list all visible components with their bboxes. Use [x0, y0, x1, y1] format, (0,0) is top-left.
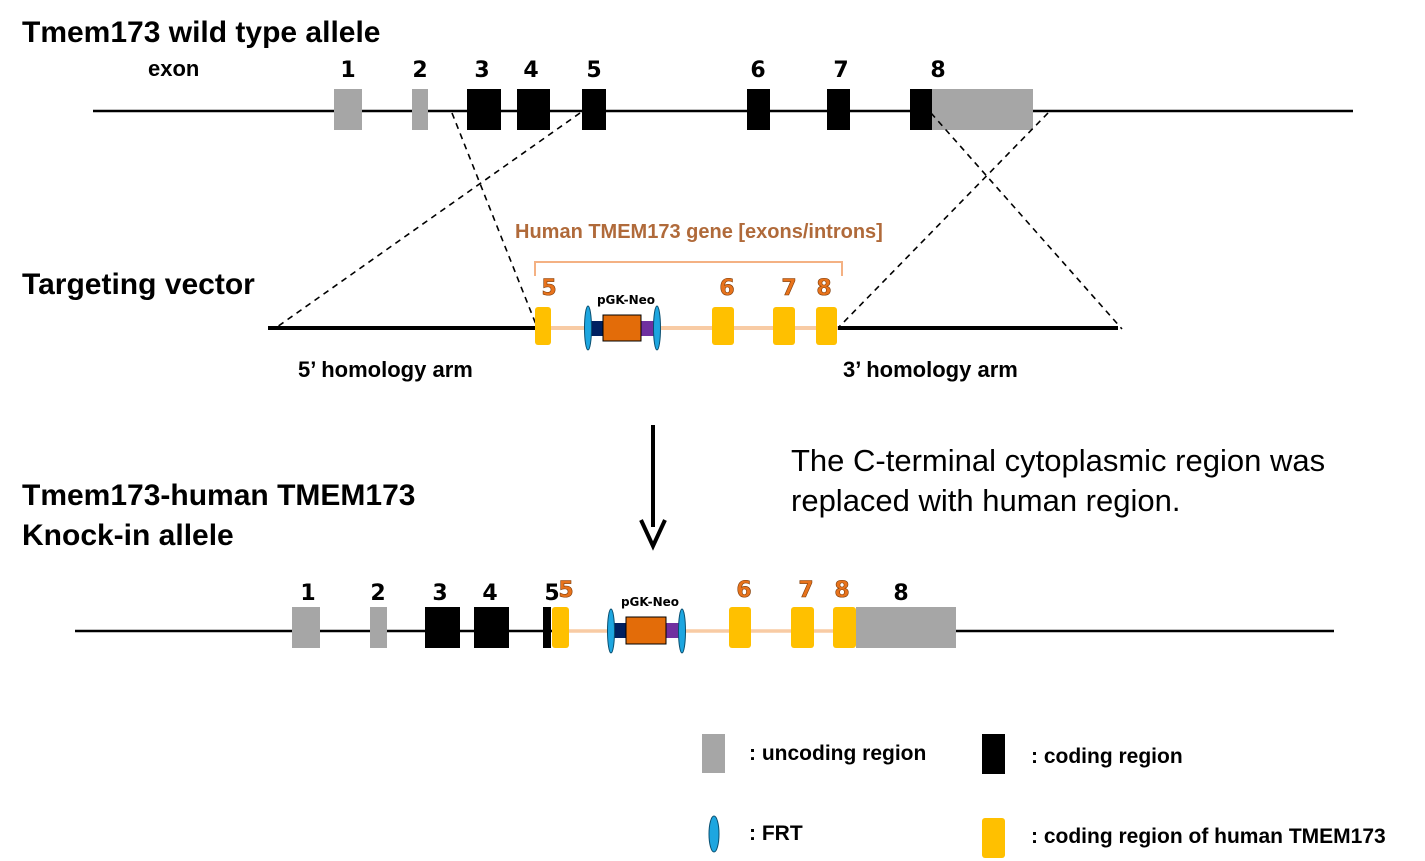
wt-exon-4-coding	[517, 89, 550, 130]
neo-label: pGK-Neo	[597, 293, 655, 307]
ki-exon-6-human	[729, 607, 751, 648]
3-arm-outer-dashed-line	[930, 112, 1123, 330]
legend-coding-swatch	[982, 734, 1005, 774]
frt-flank-left	[589, 321, 603, 336]
human-gene-bracket	[534, 261, 843, 276]
wt-exon-6-coding	[747, 89, 770, 130]
wt-exon-label: 5	[586, 58, 601, 83]
legend-coding-label: : coding region	[1031, 745, 1183, 768]
wild-type-title: Tmem173 wild type allele	[22, 16, 381, 49]
ki-human-exon-label: 6	[736, 578, 751, 603]
ki-exon-1-uncoding	[292, 607, 320, 648]
vector-human-exon-8	[816, 307, 837, 345]
wild-type-allele: Tmem173 wild type allele exon 1 2 3 4 5 …	[22, 16, 1353, 130]
vector-human-exon-label: 8	[816, 276, 831, 301]
vector-human-exon-7	[773, 307, 795, 345]
wt-exon-label: 3	[474, 58, 489, 83]
ki-pgk-neo-cassette: pGK-Neo	[607, 595, 686, 654]
wt-exon-label: 2	[412, 58, 427, 83]
wt-exon-label: 4	[523, 58, 538, 83]
5-arm-outer-dashed-line	[276, 112, 581, 328]
wt-exon-7-coding	[827, 89, 850, 130]
neo-label: pGK-Neo	[621, 595, 679, 609]
replacement-note-line-2: replaced with human region.	[791, 483, 1180, 518]
ki-exon-8-uncoding	[856, 607, 956, 648]
wt-exon-label: 8	[930, 58, 945, 83]
vector-human-exon-6	[712, 307, 734, 345]
frt-flank-right	[641, 321, 655, 336]
ki-exon-label: 1	[300, 581, 315, 606]
legend: : uncoding region : coding region : FRT …	[702, 734, 1386, 858]
replacement-note-line-1: The C-terminal cytoplasmic region was	[791, 443, 1325, 478]
wt-exon-5-coding	[582, 89, 606, 130]
ki-exon-5-human	[552, 607, 569, 648]
vector-human-exon-label: 7	[781, 276, 796, 301]
arrow-head-icon	[639, 519, 667, 551]
ki-human-exon-label: 8	[834, 578, 849, 603]
3-arm-inner-dashed-line	[838, 112, 1049, 328]
ki-exon-7-human	[791, 607, 814, 648]
frt-site-icon	[653, 305, 661, 351]
vector-human-exon-label: 5	[541, 276, 556, 301]
5-homology-arm-label: 5’ homology arm	[298, 357, 473, 382]
ki-exon-label: 8	[893, 581, 908, 606]
frt-flank-right	[666, 623, 681, 638]
ki-human-exon-label: 7	[798, 578, 813, 603]
wt-exon-2-uncoding	[412, 89, 428, 130]
legend-frt-icon	[708, 815, 720, 853]
legend-human-coding-swatch	[982, 818, 1005, 858]
recombination-arrow	[639, 425, 667, 551]
ki-human-exon-label: 5	[558, 578, 573, 603]
exon-word-label: exon	[148, 56, 199, 81]
wt-exon-8-uncoding	[932, 89, 1033, 130]
wt-exon-8-coding	[910, 89, 932, 130]
ki-exon-3-coding	[425, 607, 460, 648]
frt-site-icon	[678, 608, 686, 654]
targeting-vector: Targeting vector Human TMEM173 gene [exo…	[22, 221, 1118, 382]
ki-exon-4-coding	[474, 607, 509, 648]
ki-exon-label: 3	[432, 581, 447, 606]
ki-exon-2-uncoding	[370, 607, 387, 648]
vector-pgk-neo-cassette: pGK-Neo	[584, 293, 661, 351]
knock-in-title-line-1: Tmem173-human TMEM173	[22, 479, 415, 512]
vector-human-exon-label: 6	[719, 276, 734, 301]
neo-box	[602, 314, 642, 342]
ki-exon-8-human	[833, 607, 856, 648]
wt-exon-1-uncoding	[334, 89, 362, 130]
wt-exon-label: 7	[833, 58, 848, 83]
legend-uncoding-label: : uncoding region	[749, 742, 926, 765]
5-arm-inner-dashed-line	[451, 112, 538, 328]
knock-in-title-line-2: Knock-in allele	[22, 519, 234, 552]
knock-in-allele: Tmem173-human TMEM173 Knock-in allele pG…	[22, 479, 1334, 654]
wt-exon-3-coding	[467, 89, 501, 130]
homology-alignment-lines	[276, 112, 1123, 330]
human-gene-label: Human TMEM173 gene [exons/introns]	[515, 221, 883, 243]
legend-uncoding-swatch	[702, 734, 725, 773]
ki-exon-5-mouse-coding	[543, 607, 551, 648]
ki-exon-label: 2	[370, 581, 385, 606]
ki-exon-label: 4	[482, 581, 497, 606]
legend-human-coding-label: : coding region of human TMEM173	[1031, 825, 1386, 848]
3-homology-arm-label: 3’ homology arm	[843, 357, 1018, 382]
targeting-vector-title: Targeting vector	[22, 268, 255, 301]
wt-exon-label: 1	[340, 58, 355, 83]
frt-flank-left	[612, 623, 626, 638]
legend-frt-label: : FRT	[749, 822, 803, 845]
frt-site-icon	[607, 608, 615, 654]
vector-human-exon-5	[535, 307, 551, 345]
ki-exon-label: 5	[544, 581, 559, 606]
neo-box	[625, 616, 667, 645]
frt-site-icon	[584, 305, 592, 351]
wt-exon-label: 6	[750, 58, 765, 83]
